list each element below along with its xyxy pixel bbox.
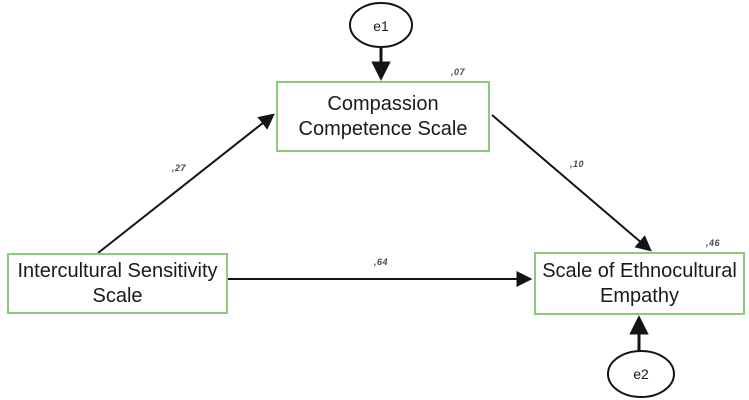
error-e2-label: e2 bbox=[633, 366, 649, 382]
node-intercultural-sensitivity-scale: Intercultural Sensitivity Scale bbox=[7, 253, 228, 314]
r-squared-compassion: ,07 bbox=[450, 67, 466, 77]
node-label-line: Scale of Ethnocultural bbox=[542, 259, 737, 282]
node-label-line: Intercultural Sensitivity bbox=[17, 259, 218, 282]
node-label-line: Scale bbox=[92, 284, 143, 307]
node-compassion-competence-scale: Compassion Competence Scale bbox=[276, 81, 490, 152]
node-label-line: Competence Scale bbox=[298, 117, 468, 140]
path-coefficient-isc-see: ,64 bbox=[373, 257, 389, 267]
arrow-intercultural-to-compassion bbox=[97, 113, 275, 254]
node-label-line: Empathy bbox=[600, 284, 679, 307]
arrow-compassion-to-empathy bbox=[491, 114, 652, 252]
error-e1-label: e1 bbox=[373, 18, 389, 34]
r-squared-empathy: ,46 bbox=[705, 238, 721, 248]
node-label-line: Compassion bbox=[327, 92, 439, 115]
path-coefficient-ccs-see: ,10 bbox=[569, 159, 585, 169]
node-scale-of-ethnocultural-empathy: Scale of Ethnocultural Empathy bbox=[534, 252, 745, 315]
path-coefficient-isc-ccs: ,27 bbox=[171, 163, 187, 173]
error-e2-ellipse bbox=[607, 350, 675, 398]
